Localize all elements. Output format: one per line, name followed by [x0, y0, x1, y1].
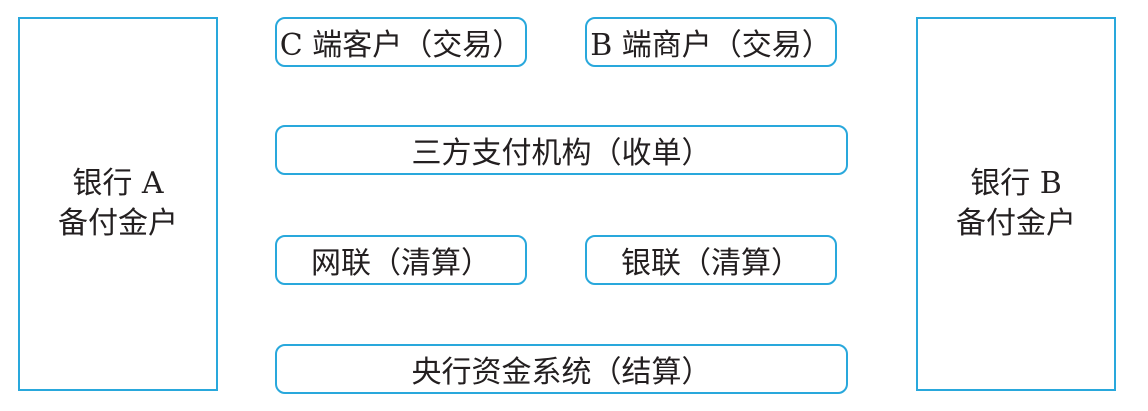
bank-b-account: 备付金户 [956, 206, 1076, 241]
netunion-node: 网联（清算） [275, 235, 527, 285]
c-customer-node: C 端客户（交易） [275, 17, 527, 67]
bank-a-account: 备付金户 [58, 206, 178, 241]
bank-a-name: 银行 A [72, 166, 164, 201]
b-merchant-node: B 端商户（交易） [585, 17, 837, 67]
third-party-payment-node: 三方支付机构（收单） [275, 125, 848, 175]
bank-a-box: 银行 A 备付金户 [18, 17, 218, 391]
bank-b-name: 银行 B [970, 166, 1062, 201]
central-bank-node: 央行资金系统（结算） [275, 344, 848, 394]
bank-b-box: 银行 B 备付金户 [916, 17, 1116, 391]
unionpay-node: 银联（清算） [585, 235, 837, 285]
